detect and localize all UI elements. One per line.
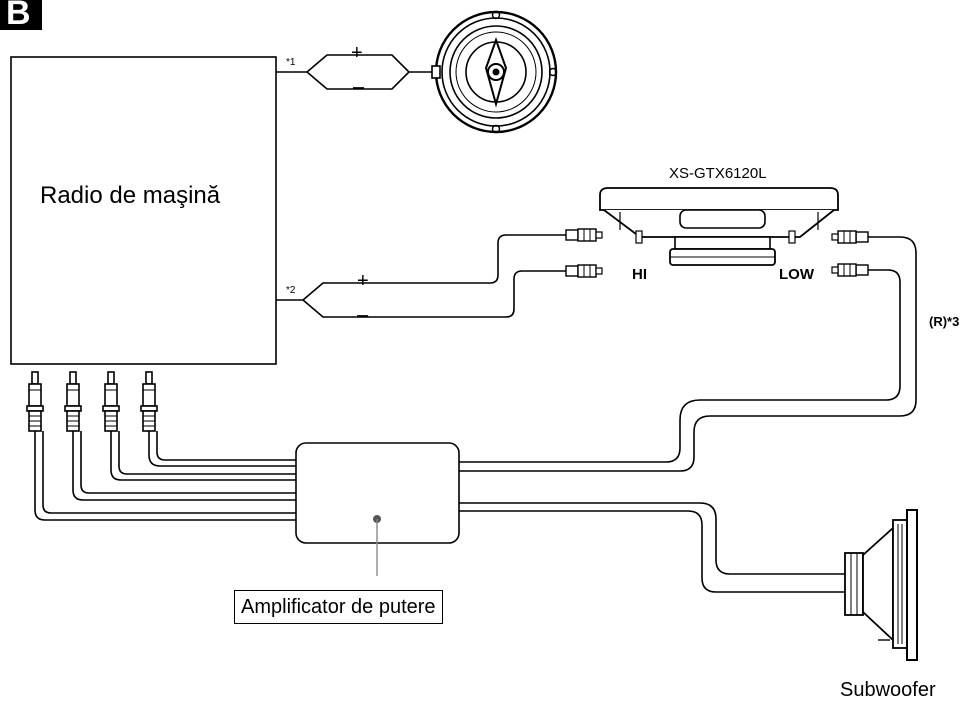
xs-gtx6120l-speaker xyxy=(599,187,839,266)
top-minus: – xyxy=(353,76,365,98)
low-terminal-wires xyxy=(459,236,917,472)
note-1: *1 xyxy=(286,57,296,68)
rca-plug-4 xyxy=(140,371,158,432)
subwoofer-wires xyxy=(459,502,845,593)
hi-plug-top xyxy=(565,228,603,242)
subwoofer-speaker xyxy=(844,509,918,661)
front-speaker-leads xyxy=(276,234,566,318)
car-radio-box xyxy=(10,56,277,365)
rca-plug-2 xyxy=(64,371,82,432)
terminal-low-label: LOW xyxy=(779,266,814,283)
front-plus: + xyxy=(357,270,369,292)
section-letter-box xyxy=(0,0,42,30)
front-minus: – xyxy=(357,304,369,326)
hi-plug-bottom xyxy=(565,264,603,278)
section-letter: B xyxy=(6,0,31,32)
low-plug-top xyxy=(831,230,869,244)
car-radio-label: Radio de maşină xyxy=(40,182,221,209)
subwoofer-label: Subwoofer xyxy=(840,679,936,701)
r-note-label: (R)*3 xyxy=(929,314,960,329)
terminal-hi-label: HI xyxy=(632,266,647,283)
speaker-model-label: XS-GTX6120L xyxy=(669,165,767,182)
top-plus: + xyxy=(351,42,363,64)
rca-plug-1 xyxy=(26,371,44,432)
top-speaker-leads xyxy=(276,54,433,90)
rca-plug-3 xyxy=(102,371,120,432)
rca-cables xyxy=(34,431,296,521)
coaxial-speaker xyxy=(431,10,558,134)
note-2: *2 xyxy=(286,285,296,296)
low-plug-bottom xyxy=(831,263,869,277)
amplifier-label: Amplificator de putere xyxy=(234,590,443,624)
